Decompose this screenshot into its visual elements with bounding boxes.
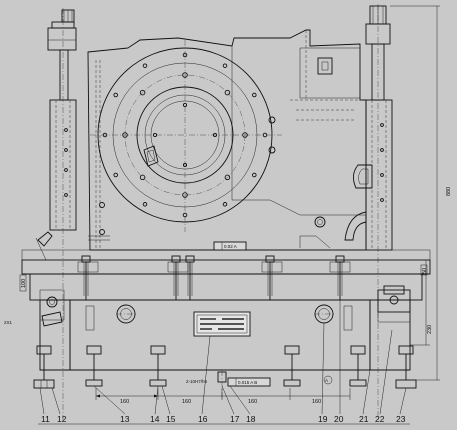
foot-bolts — [33, 345, 417, 400]
plate-bolts — [81, 255, 345, 300]
callout-14: 14 — [150, 414, 160, 424]
callout-22: 22 — [375, 414, 385, 424]
callout-23: 23 — [396, 414, 406, 424]
leader-lines — [38, 300, 410, 425]
flatness-top-label: 0.02 A — [224, 244, 237, 249]
dim-span-2: 160 — [182, 399, 191, 405]
dim-span-4: 160 — [312, 399, 321, 405]
right-guide-column — [344, 4, 393, 420]
callout-21: 21 — [359, 414, 369, 424]
callout-11: 11 — [41, 414, 50, 424]
callout-17: 17 — [230, 414, 240, 424]
callout-19: 19 — [318, 414, 328, 424]
dim-base-right: 50 — [422, 268, 428, 274]
left-note-label: 2X1 — [4, 320, 13, 325]
dim-right-lower: 230 — [427, 325, 433, 334]
callout-20: 20 — [334, 414, 344, 424]
flatness-bottom-label: 0.015 A B — [238, 380, 257, 385]
dimension-lines — [19, 5, 440, 400]
callout-labels: 11 12 13 14 15 16 17 18 19 20 21 22 23 — [41, 414, 406, 424]
callout-15: 15 — [166, 414, 176, 424]
tolerance-frames — [213, 241, 333, 387]
dimension-labels: 880 100 50 230 160 160 160 160 — [21, 187, 452, 405]
callout-13: 13 — [120, 414, 130, 424]
callout-12: 12 — [57, 414, 67, 424]
base-block — [29, 273, 423, 371]
dim-span-1: 160 — [120, 399, 129, 405]
left-guide-column — [35, 8, 77, 420]
dim-height-right: 880 — [446, 187, 452, 196]
circular-flange — [90, 40, 282, 232]
callout-16: 16 — [198, 414, 208, 424]
dim-span-3: 160 — [248, 399, 257, 405]
datum-a-label: A — [325, 378, 328, 383]
annotation-labels: 0.02 A 0.015 A B 2-10H7/h6 A 2X1 — [4, 244, 328, 385]
callout-18: 18 — [246, 414, 256, 424]
hole-note-label: 2-10H7/h6 — [186, 379, 208, 384]
name-plate — [193, 311, 251, 337]
dim-base-left: 100 — [21, 279, 27, 288]
housing-body — [87, 29, 367, 251]
